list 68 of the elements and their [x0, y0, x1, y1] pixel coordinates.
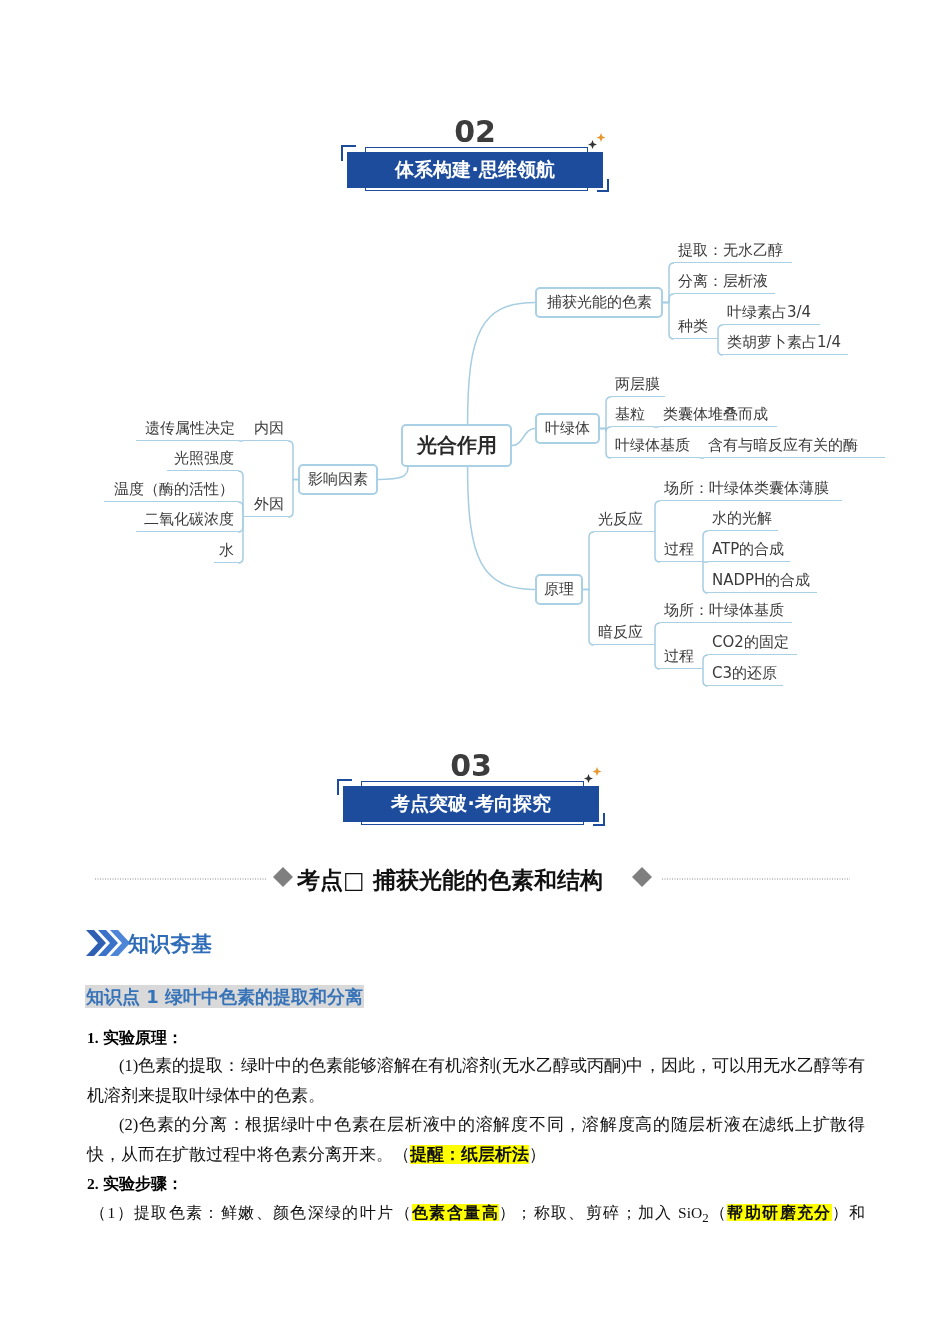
- underlined-topic: 场所：叶绿体基质: [660, 599, 792, 623]
- connector-line: [654, 622, 661, 646]
- highlighted-heading: 知识点 1 绿叶中色素的提取和分离: [85, 985, 365, 1008]
- connector-line: [717, 338, 724, 356]
- connector-line: [717, 324, 724, 340]
- topic-box: 捕获光能的色素: [535, 287, 663, 318]
- connector-line: [377, 466, 409, 481]
- paragraph: (2)色素的分离：根据绿叶中色素在层析液中的溶解度不同，溶解度高的随层析液在滤纸上扩散得快，从而在扩散过程中将色素分离开来。（提醒：纸层析法）: [87, 1114, 865, 1166]
- underlined-topic: 温度（酶的活性）: [104, 478, 238, 502]
- connector-line: [652, 426, 660, 428]
- connector-line: [238, 440, 244, 442]
- underlined-topic: 外因: [243, 493, 288, 517]
- connector-line: [702, 668, 709, 687]
- connector-line: [654, 531, 661, 563]
- central-topic-box: 光合作用: [401, 424, 512, 467]
- underlined-topic: 叶绿体基质: [611, 434, 700, 458]
- underlined-topic: 含有与暗反应有关的酶: [704, 434, 885, 458]
- underlined-topic: 水的光解: [708, 507, 778, 531]
- underlined-topic: 遗传属性决定: [136, 417, 239, 441]
- title-banner: 考点突破·考向探究: [343, 786, 599, 822]
- connector-line: [466, 301, 536, 425]
- underlined-topic: 类囊体堆叠而成: [659, 403, 777, 427]
- underlined-topic: 叶绿素占3/4: [723, 301, 820, 325]
- section-title: 考点□ 捕获光能的色素和结构: [297, 866, 603, 895]
- connector-line: [702, 561, 709, 594]
- underlined-topic: 暗反应: [594, 621, 655, 645]
- paragraph: (1)色素的提取：绿叶中的色素能够溶解在有机溶剂(无水乙醇或丙酮)中，因此，可以用无水乙醇等有机溶剂来提取叶绿体中的色素。: [87, 1055, 865, 1107]
- underlined-topic: CO2的固定: [708, 631, 797, 655]
- underlined-topic: 提取：无水乙醇: [674, 239, 792, 263]
- underlined-topic: 过程: [660, 645, 703, 669]
- section-heading: 知识夯基: [128, 931, 212, 958]
- underlined-topic: 基粒: [611, 403, 653, 427]
- underlined-topic: 过程: [660, 538, 703, 562]
- step-heading: 2. 实验步骤：: [87, 1174, 183, 1194]
- underlined-topic: 场所：叶绿体类囊体薄膜: [660, 477, 842, 501]
- topic-box: 原理: [535, 574, 583, 605]
- underlined-topic: 种类: [674, 315, 718, 339]
- topic-box: 影响因素: [298, 464, 378, 495]
- underlined-topic: 光反应: [594, 508, 655, 532]
- connector-line: [702, 561, 709, 563]
- connector-line: [287, 478, 299, 518]
- connector-line: [702, 530, 709, 563]
- title-banner: 体系构建·思维领航: [347, 152, 603, 188]
- underlined-topic: 光照强度: [167, 447, 238, 471]
- connector-line: [237, 501, 244, 518]
- connector-line: [702, 654, 709, 670]
- underlined-topic: 两层膜: [611, 373, 665, 397]
- underlined-topic: 水: [214, 539, 238, 563]
- underlined-topic: ATP的合成: [708, 538, 790, 562]
- section-number: 02: [454, 115, 496, 149]
- underlined-topic: C3的还原: [708, 662, 783, 686]
- connector-line: [654, 500, 661, 533]
- connector-line: [662, 301, 675, 340]
- underlined-topic: 分离：层析液: [674, 270, 775, 294]
- connector-line: [599, 427, 612, 459]
- step-heading: 1. 实验原理：: [87, 1028, 183, 1048]
- connector-line: [582, 588, 595, 646]
- underlined-topic: 二氧化碳浓度: [136, 508, 238, 532]
- section-number: 03: [450, 749, 492, 783]
- underlined-topic: NADPH的合成: [708, 569, 817, 593]
- connector-line: [237, 516, 244, 564]
- connector-line: [511, 427, 536, 447]
- underlined-topic: 内因: [243, 417, 288, 441]
- connector-line: [699, 457, 705, 459]
- connector-line: [654, 644, 661, 670]
- connector-line: [466, 466, 536, 591]
- topic-box: 叶绿体: [535, 413, 600, 444]
- underlined-topic: 类胡萝卜素占1/4: [723, 331, 848, 355]
